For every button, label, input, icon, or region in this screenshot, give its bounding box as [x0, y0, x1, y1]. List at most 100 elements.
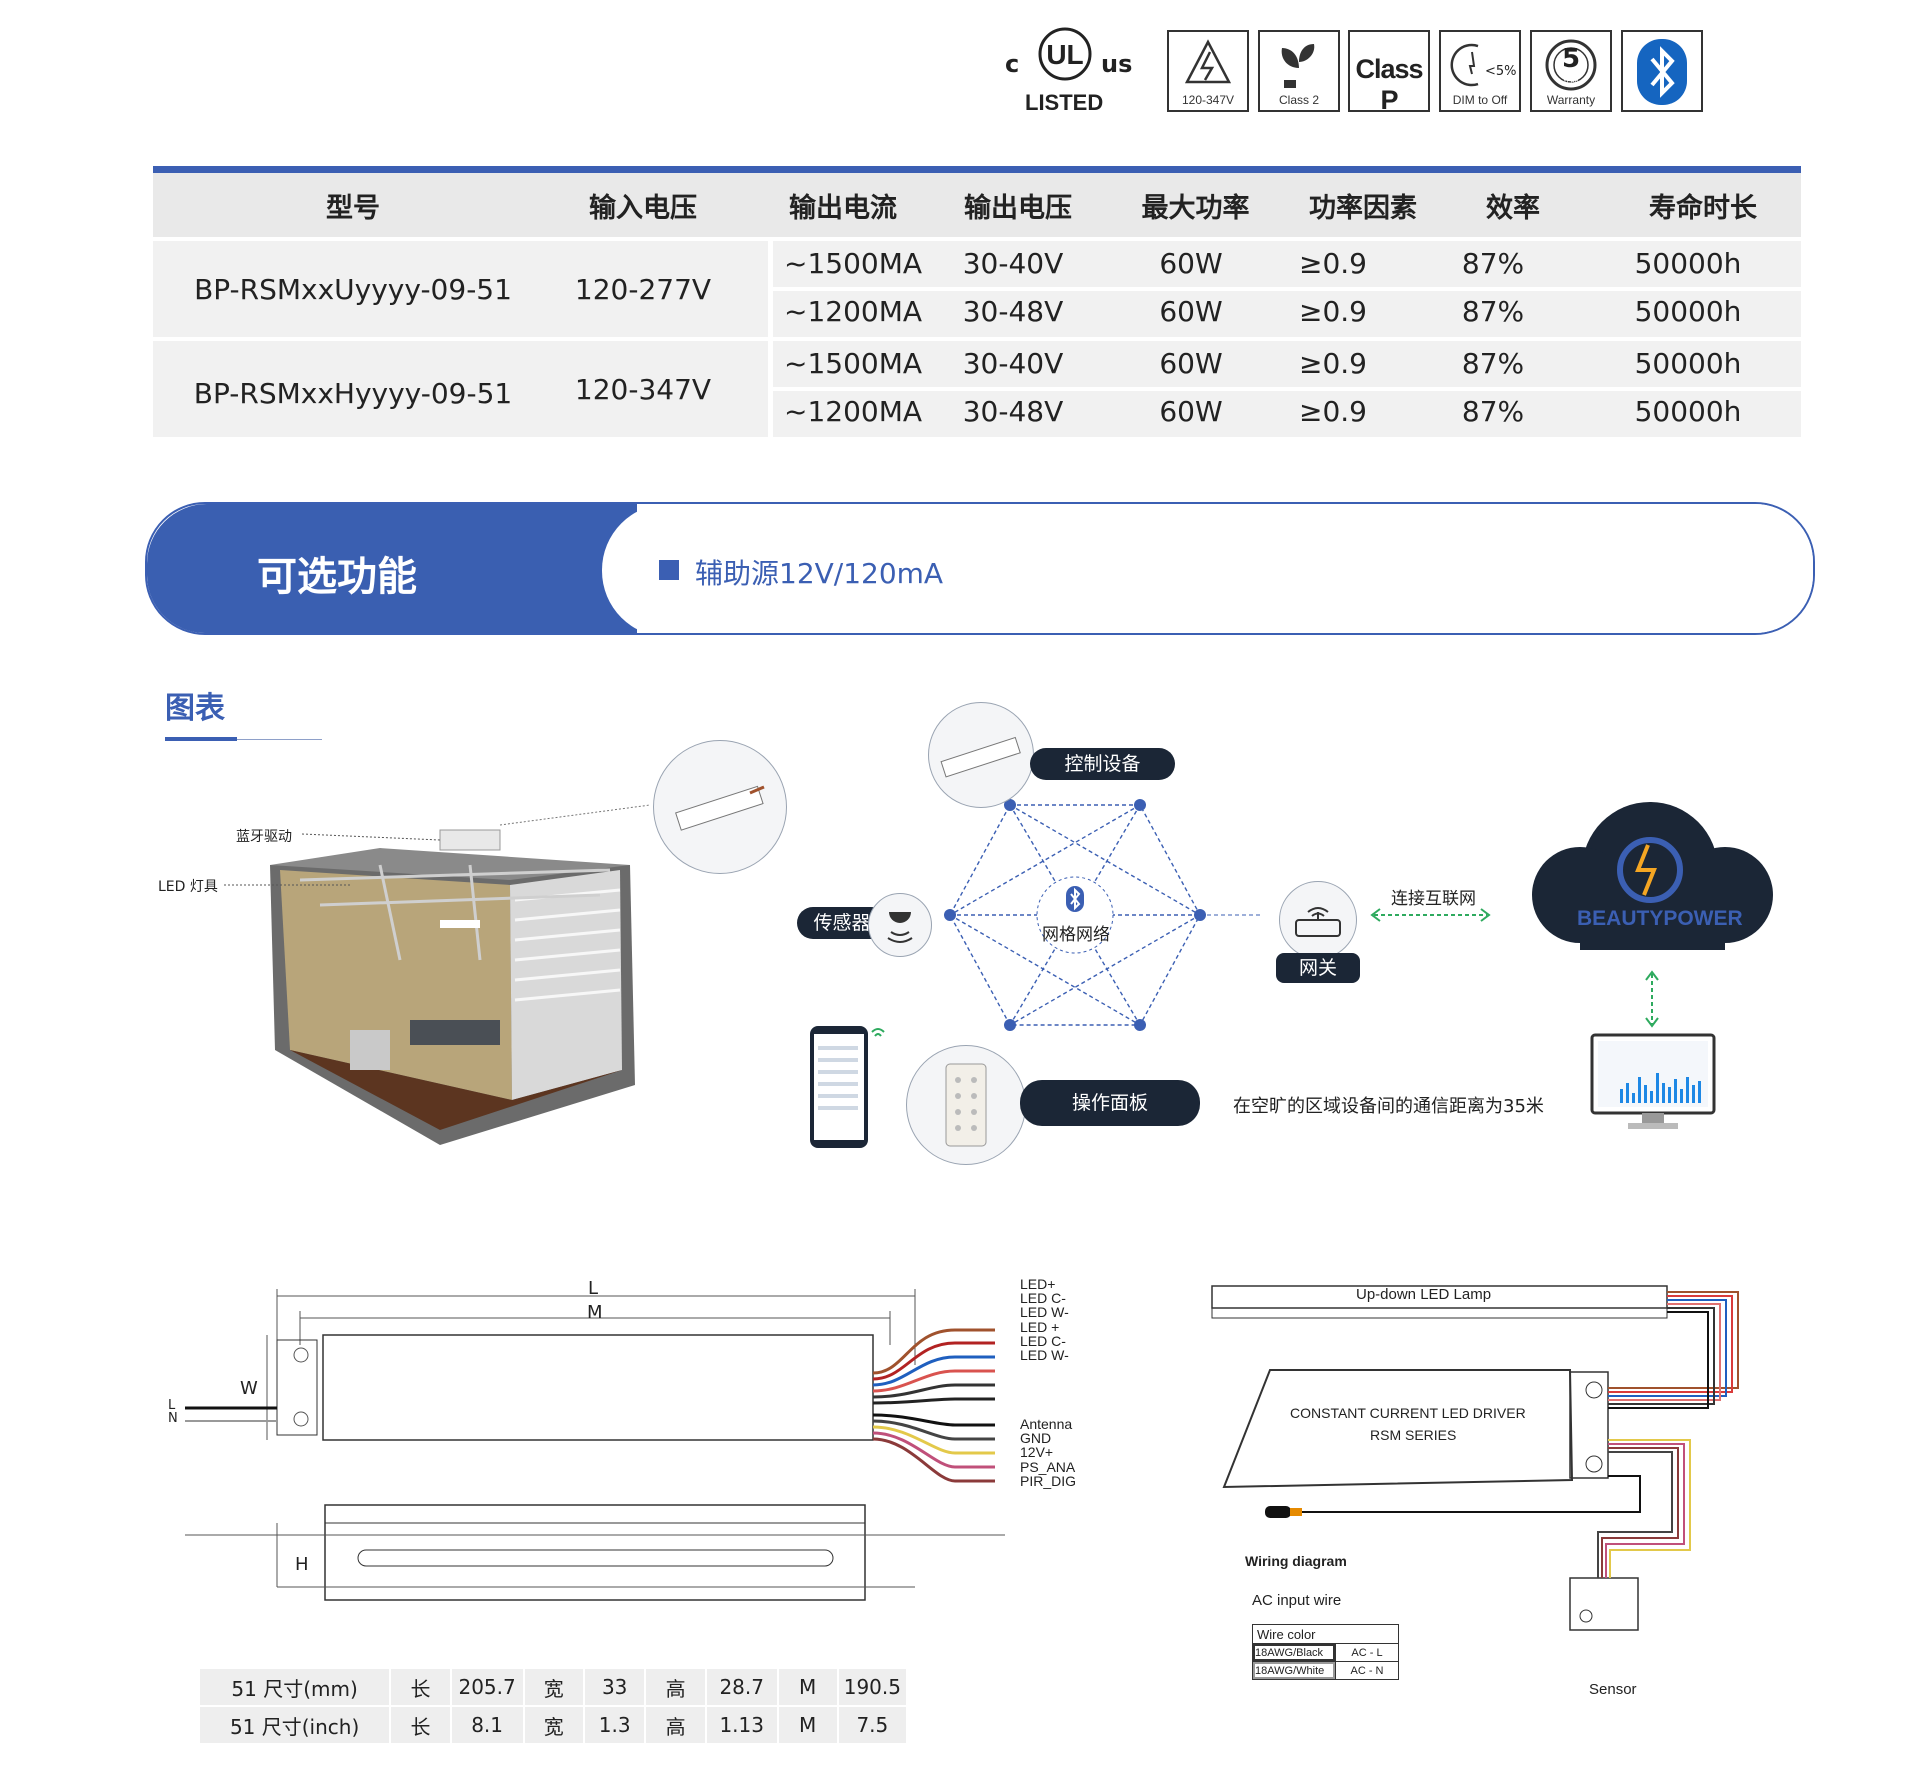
header-model: 型号 — [326, 192, 380, 224]
dim-threshold: <5% — [1485, 64, 1517, 79]
bluetooth-small-icon — [1066, 886, 1084, 912]
wire-label: 12V+ — [1020, 1444, 1054, 1461]
office-room-image — [270, 829, 635, 1145]
lifetime-cell: 50000h — [1634, 347, 1742, 380]
wire-spec-cell: 18AWG/White — [1252, 1661, 1336, 1680]
ac-wire-table: Wire color 18AWG/Black AC - L 18AWG/Whit… — [1252, 1624, 1399, 1680]
wire-label: LED C- — [1020, 1332, 1066, 1349]
header-efficiency: 效率 — [1486, 192, 1540, 224]
header-input-voltage: 输入电压 — [589, 192, 697, 224]
cloud-icon — [1532, 802, 1773, 950]
lamp-label: Up-down LED Lamp — [1356, 1286, 1492, 1303]
high-voltage-icon — [1184, 39, 1232, 84]
led-driver-icon — [675, 785, 765, 831]
class-p-icon: Class P — [1355, 54, 1423, 115]
ul-c-label: c — [1005, 50, 1020, 78]
cloud-brand: BEAUTYPOWER — [1577, 907, 1743, 930]
lifetime-cell: 50000h — [1634, 295, 1742, 328]
class2-cert: Class 2 — [1258, 30, 1340, 112]
range-note: 在空旷的区域设备间的通信距离为35米 — [1233, 1096, 1544, 1117]
header-output-current: 输出电流 — [789, 192, 897, 224]
driver-zoom-circle — [653, 740, 787, 874]
lifetime-cell: 50000h — [1634, 247, 1742, 280]
header-lifetime: 寿命时长 — [1649, 192, 1757, 224]
table-group-h: BP-RSMxxHyyyy-09-51 120-347V ~1500MA 30-… — [153, 341, 1801, 437]
dim-height-label: 高 — [644, 1706, 706, 1745]
output-voltage-cell: 30-48V — [962, 395, 1064, 428]
dim-m-value: 7.5 — [836, 1706, 906, 1745]
warranty-cert: 5 YEAR Warranty — [1530, 30, 1612, 112]
five-year-icon — [1545, 39, 1597, 91]
dim-height-value: 28.7 — [704, 1669, 778, 1707]
wire-label: PIR_DIG — [1020, 1472, 1077, 1489]
mesh-label: 网格网络 — [1042, 925, 1110, 945]
output-wire-labels: LED+ LED C- LED W- LED + LED C- LED W- — [1020, 1277, 1069, 1362]
ac-input-title: AC input wire — [1252, 1592, 1342, 1609]
dim-length-label: 长 — [389, 1706, 451, 1745]
wiring-diagram — [1211, 1285, 1739, 1631]
output-current-cell: ~1500MA — [783, 347, 923, 380]
wire-label: GND — [1020, 1430, 1052, 1447]
output-current-cell: ~1500MA — [783, 247, 923, 280]
dim-row-label: 51 尺寸(mm) — [200, 1669, 391, 1707]
warranty-caption: Warranty — [1546, 93, 1596, 107]
dim-width-value: 1.3 — [582, 1706, 646, 1745]
power-factor-cell: ≥0.9 — [1299, 347, 1367, 380]
table-header-row: 型号 输入电压 输出电流 输出电压 最大功率 功率因素 效率 寿命时长 — [153, 173, 1801, 237]
wiring-title: Wiring diagram — [1245, 1553, 1347, 1569]
bluetooth-cert — [1621, 30, 1703, 112]
control-device-icon — [940, 736, 1021, 778]
gateway-label: 网关 — [1276, 953, 1360, 983]
wire-color-header: Wire color — [1252, 1624, 1399, 1644]
efficiency-cell: 87% — [1461, 295, 1525, 328]
wire-label: PS_ANA — [1020, 1458, 1076, 1475]
wire-label: Antenna — [1020, 1416, 1073, 1432]
ul-logo-icon: UL — [1038, 27, 1092, 81]
class-p-cert: Class P — [1348, 30, 1430, 115]
output-voltage-cell: 30-48V — [962, 295, 1064, 328]
ul-us-label: us — [1101, 50, 1133, 78]
dim-W: W — [240, 1378, 258, 1399]
dim-width-value: 33 — [582, 1669, 646, 1707]
efficiency-cell: 87% — [1461, 247, 1525, 280]
sensor-caption: Sensor — [1589, 1681, 1637, 1698]
driver-label: 蓝牙驱动 — [236, 829, 292, 845]
dim-caption: DIM to Off — [1452, 93, 1508, 107]
dim-H: H — [295, 1554, 309, 1575]
router-icon — [1295, 907, 1341, 937]
dim-m-label: M — [776, 1706, 838, 1745]
table-row: 18AWG/Black AC - L — [1252, 1643, 1399, 1662]
plant-plug-icon — [1281, 44, 1315, 88]
header-output-voltage: 输出电压 — [964, 192, 1072, 224]
voltage-caption: 120-347V — [1181, 93, 1235, 107]
sensor-icon — [887, 912, 913, 943]
cloud-arrow-icon — [1645, 970, 1659, 1028]
control-device-circle — [928, 702, 1034, 808]
wire-label: LED+ — [1020, 1276, 1056, 1292]
driver-dimension-drawing — [185, 1289, 1005, 1601]
max-power-cell: 60W — [1159, 395, 1223, 428]
output-voltage-cell: 30-40V — [962, 247, 1064, 280]
driver-name-line2: RSM SERIES — [1370, 1427, 1457, 1443]
table-row: 51 尺寸(mm) 长 205.7 宽 33 高 28.7 M 190.5 — [200, 1669, 906, 1707]
max-power-cell: 60W — [1159, 295, 1223, 328]
max-power-cell: 60W — [1159, 347, 1223, 380]
table-group-u: BP-RSMxxUyyyy-09-51 120-277V ~1500MA 30-… — [153, 241, 1801, 337]
control-device-label: 控制设备 — [1030, 748, 1175, 780]
ac-line-label: L — [168, 1398, 176, 1413]
output-voltage-cell: 30-40V — [962, 347, 1064, 380]
power-factor-cell: ≥0.9 — [1299, 247, 1367, 280]
power-factor-cell: ≥0.9 — [1299, 295, 1367, 328]
wire-label: LED + — [1020, 1318, 1060, 1335]
table-row: 51 尺寸(inch) 长 8.1 宽 1.3 高 1.13 M 7.5 — [200, 1706, 906, 1745]
warranty-ring-text: YEAR — [1563, 78, 1579, 85]
dim-height-value: 1.13 — [704, 1706, 778, 1745]
panel-circle — [906, 1045, 1026, 1165]
spec-table: 型号 输入电压 输出电流 输出电压 最大功率 功率因素 效率 寿命时长 BP-R… — [153, 166, 1801, 437]
wire-label: LED W- — [1020, 1304, 1069, 1321]
dim-row-label: 51 尺寸(inch) — [200, 1706, 391, 1745]
voltage-cert: 120-347V — [1167, 30, 1249, 112]
dim-m-label: M — [776, 1669, 838, 1707]
wire-label: LED W- — [1020, 1347, 1069, 1364]
efficiency-cell: 87% — [1461, 395, 1525, 428]
